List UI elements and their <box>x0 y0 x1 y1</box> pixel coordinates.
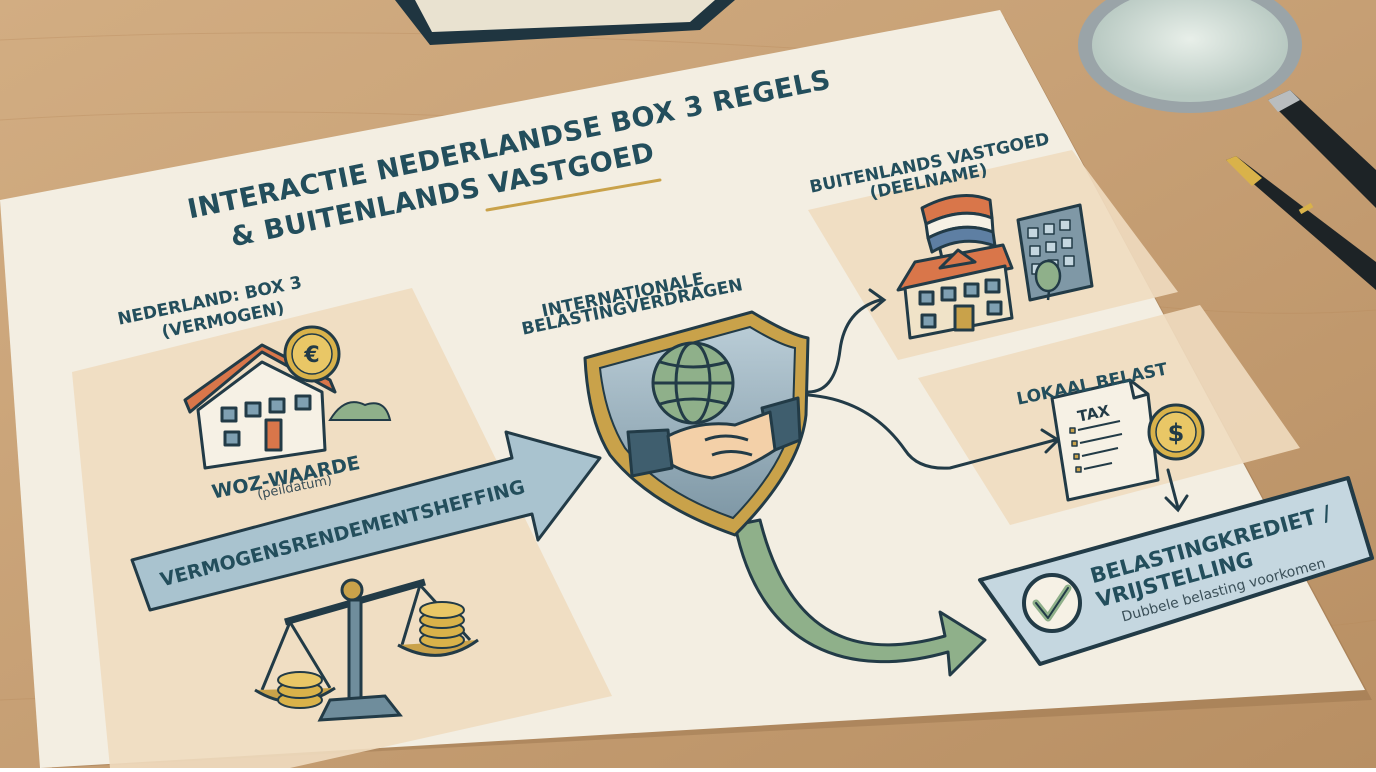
globe-icon <box>653 343 733 423</box>
svg-text:$: $ <box>1168 419 1185 447</box>
svg-text:€: € <box>303 343 319 368</box>
dollar-coin-icon: $ <box>1149 405 1203 459</box>
euro-coin-icon: € <box>285 327 339 381</box>
checkmark-icon <box>1024 575 1080 631</box>
